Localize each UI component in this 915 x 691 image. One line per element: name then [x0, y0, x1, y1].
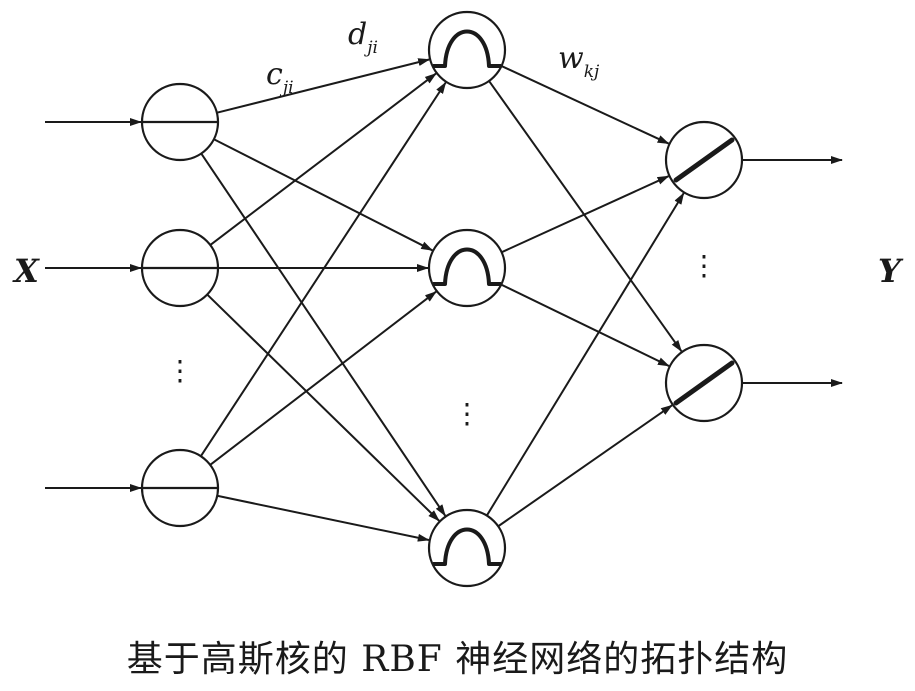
hidden-neuron-gaussian-1 [427, 10, 507, 90]
edge-input2-hidden1 [208, 72, 437, 247]
weight-param-label: wkj [558, 41, 600, 82]
edge-input3-hidden2 [208, 290, 437, 467]
edge-input3-hidden1 [198, 81, 447, 459]
output-neuron-linear-1 [664, 120, 744, 200]
edge-input1-hidden3 [199, 151, 447, 517]
edge-hidden3-output1 [484, 192, 685, 518]
hidden-neuron-gaussian-2 [427, 228, 507, 308]
edge-input1-hidden1 [214, 58, 431, 115]
hidden-ellipsis: ⋮ [453, 397, 481, 430]
edge-input1-hidden2 [211, 137, 434, 252]
output-neuron-linear-2 [664, 343, 744, 423]
edge-input2-hidden3 [205, 292, 440, 522]
edge-hidden2-output1 [499, 175, 670, 254]
edge-input3-hidden3 [215, 494, 430, 542]
input-ellipsis: ⋮ [166, 354, 194, 387]
edge-hidden1-output1 [499, 64, 670, 145]
output-ellipsis: ⋮ [690, 249, 718, 282]
center-param-label: cji [266, 57, 294, 98]
figure-caption: 基于高斯核的 RBF 神经网络的拓扑结构 [126, 639, 789, 680]
output-label-Y: Y [878, 252, 904, 290]
connections [45, 58, 843, 542]
input-neuron-3 [140, 448, 220, 528]
edge-hidden3-output2 [496, 404, 673, 529]
neurons [140, 10, 744, 588]
width-param-label: dji [348, 17, 378, 58]
input-neuron-2 [140, 228, 220, 308]
input-label-X: X [12, 252, 40, 290]
input-neuron-1 [140, 82, 220, 162]
edge-hidden2-output2 [499, 282, 670, 367]
hidden-neuron-gaussian-3 [427, 508, 507, 588]
